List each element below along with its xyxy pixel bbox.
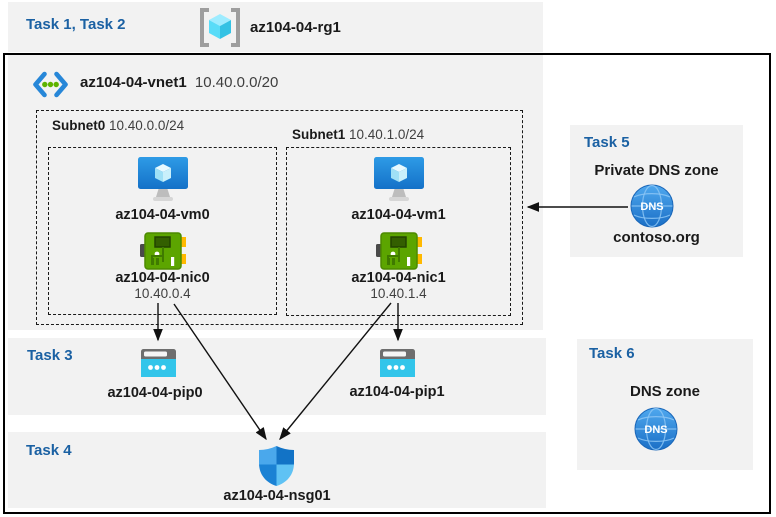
nic0-name: az104-04-nic0 bbox=[115, 270, 210, 286]
dns-zone-icon: DNS bbox=[634, 407, 678, 451]
task5-label: Task 5 bbox=[584, 134, 630, 151]
vnet-panel bbox=[8, 55, 543, 330]
task1-2-label: Task 1, Task 2 bbox=[26, 16, 126, 33]
pip1-name: az104-04-pip1 bbox=[349, 384, 445, 400]
subnet0-box bbox=[48, 147, 277, 315]
nic0-ip: 10.40.0.4 bbox=[134, 286, 191, 301]
dns-icon-text: DNS bbox=[640, 201, 663, 213]
diagram-frame bbox=[3, 53, 771, 514]
task4-label: Task 4 bbox=[26, 442, 72, 459]
vm1-icon bbox=[373, 157, 425, 203]
vm1-name: az104-04-vm1 bbox=[351, 207, 446, 223]
nsg-name: az104-04-nsg01 bbox=[223, 488, 331, 504]
subnet0-name: Subnet0 bbox=[52, 118, 106, 133]
dns-icon-text: DNS bbox=[644, 424, 667, 436]
pip0-name: az104-04-pip0 bbox=[107, 385, 203, 401]
task1-2-panel bbox=[8, 2, 543, 52]
pip1-icon bbox=[380, 346, 415, 378]
subnet0-cidr: 10.40.0.0/24 bbox=[109, 118, 185, 133]
subnet0-label: Subnet0 10.40.0.0/24 bbox=[52, 118, 184, 133]
vm0-icon bbox=[137, 157, 189, 203]
task3-label: Task 3 bbox=[27, 347, 73, 364]
nic1-ip: 10.40.1.4 bbox=[370, 286, 427, 301]
resource-group-name: az104-04-rg1 bbox=[250, 19, 341, 36]
nic1-name: az104-04-nic1 bbox=[351, 270, 446, 286]
subnet1-cidr: 10.40.1.0/24 bbox=[349, 127, 425, 142]
private-dns-zone-name: contoso.org bbox=[613, 229, 700, 246]
nsg-shield-icon bbox=[258, 445, 295, 487]
vm0-name: az104-04-vm0 bbox=[115, 207, 210, 223]
dns-zone-title: DNS zone bbox=[629, 383, 700, 400]
nic0-icon bbox=[139, 232, 187, 270]
resource-group-icon bbox=[198, 7, 242, 48]
private-dns-icon: DNS bbox=[630, 184, 674, 228]
vnet-cidr: 10.40.0.0/20 bbox=[194, 74, 279, 91]
virtual-network-icon bbox=[32, 71, 69, 98]
vnet-title: az104-04-vnet1 10.40.0.0/20 bbox=[80, 74, 278, 91]
task3-panel bbox=[8, 338, 546, 415]
pip0-icon bbox=[141, 346, 176, 378]
subnet1-label: Subnet1 10.40.1.0/24 bbox=[292, 127, 424, 142]
nic1-icon bbox=[375, 232, 423, 270]
vnet-name: az104-04-vnet1 bbox=[80, 74, 187, 91]
subnet1-name: Subnet1 bbox=[292, 127, 346, 142]
private-dns-zone-title: Private DNS zone bbox=[594, 162, 719, 179]
task6-label: Task 6 bbox=[589, 345, 635, 362]
